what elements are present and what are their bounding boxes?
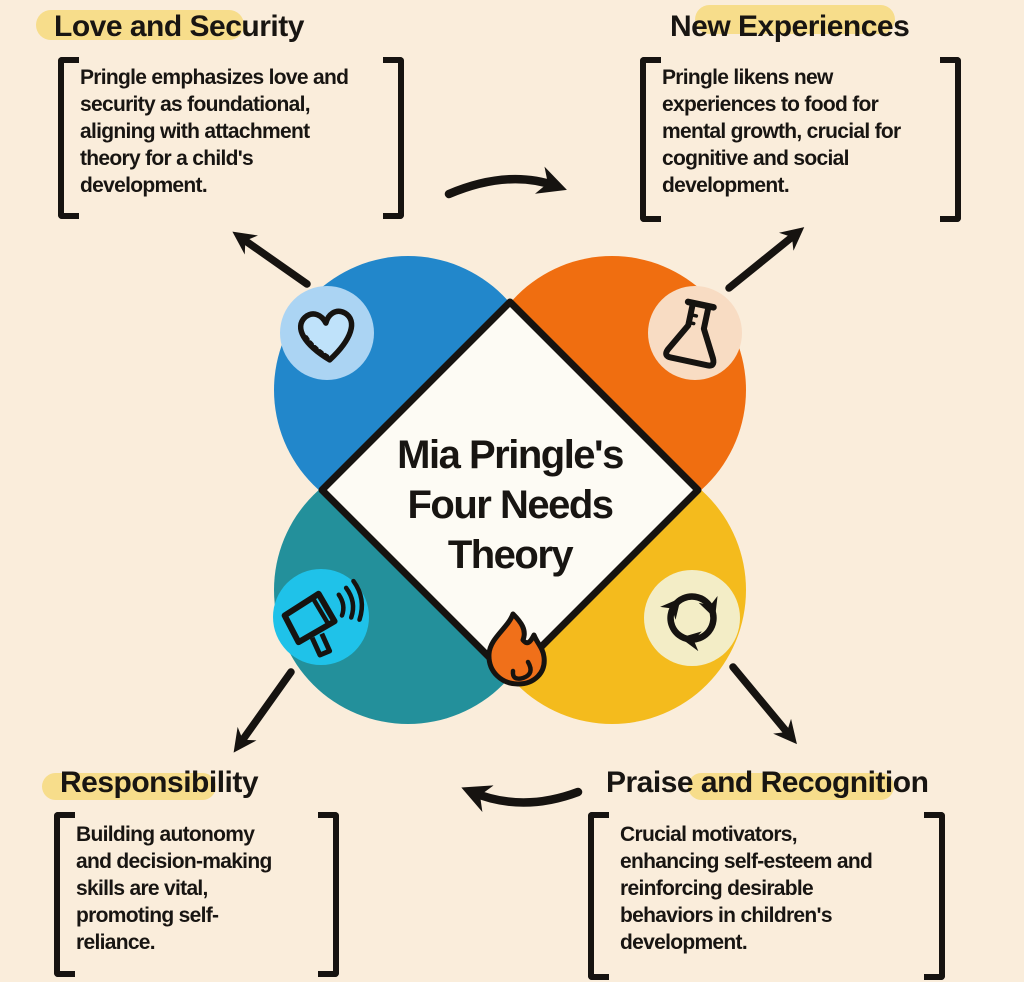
- megaphone-icon: [281, 578, 365, 658]
- arrow-top-curved: [444, 166, 567, 199]
- right-bracket: [318, 812, 339, 977]
- left-bracket: [588, 812, 609, 980]
- title-highlight: [42, 773, 216, 800]
- left-bracket: [640, 57, 661, 222]
- title-highlight: [36, 10, 244, 40]
- heart-icon: [298, 308, 355, 363]
- right-bracket: [940, 57, 961, 222]
- left-bracket: [54, 812, 75, 977]
- arrow-to-new-experiences: [725, 227, 805, 292]
- title-highlight: [688, 773, 894, 800]
- left-bracket: [58, 57, 79, 219]
- arrow-to-responsibility: [233, 668, 295, 753]
- quadrant-title-responsibility: Responsibility: [60, 766, 259, 799]
- arrow-bottom-curved: [461, 785, 583, 813]
- quadrant-description-praise-recognition: Crucial motivators,enhancing self-esteem…: [620, 823, 873, 954]
- quadrant-title-praise-recognition: Praise and Recognition: [606, 766, 929, 799]
- right-bracket: [924, 812, 945, 980]
- quadrant-title-love-security: Love and Security: [54, 10, 304, 43]
- flame-icon: [486, 611, 547, 687]
- right-bracket: [383, 57, 404, 219]
- recycle-badge: [644, 570, 740, 666]
- arrow-to-love-security: [232, 231, 311, 288]
- flask-icon: [663, 298, 717, 369]
- title-highlight: [695, 5, 895, 34]
- quadrant-title-new-experiences: New Experiences: [670, 10, 910, 43]
- recycle-icon: [660, 593, 718, 652]
- arrow-to-praise-recognition: [729, 663, 797, 745]
